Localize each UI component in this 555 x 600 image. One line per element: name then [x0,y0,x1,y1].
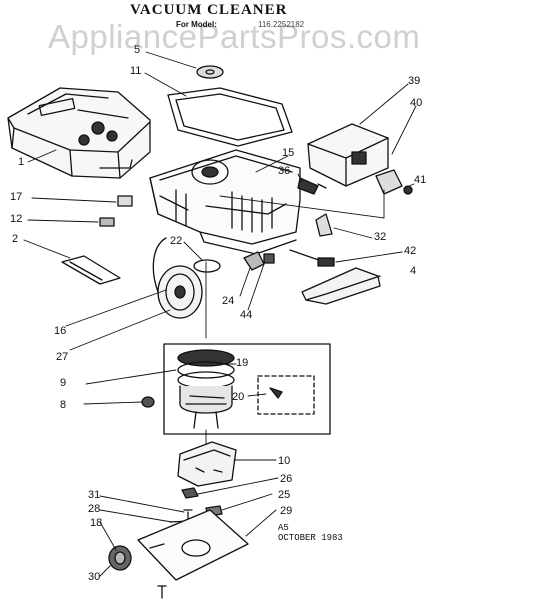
brush-part-26 [181,487,199,499]
callout-15: 15 [282,147,295,159]
callout-5: 5 [134,44,141,56]
callout-4: 4 [410,265,417,277]
bracket-part [61,255,121,285]
clip-part-17 [117,195,133,207]
callout-1: 1 [18,156,25,168]
callout-42: 42 [404,245,417,257]
callout-29: 29 [280,505,293,517]
callout-25: 25 [278,489,291,501]
callout-16: 16 [54,325,67,337]
wheel-part [108,545,132,571]
motor-base-part [177,441,237,487]
callout-10: 10 [278,455,291,467]
base-plate-part [137,509,249,581]
nozzle-part [289,249,381,305]
switch-part [375,169,413,195]
callout-20: 20 [232,391,245,403]
callout-8: 8 [60,399,67,411]
bearing-part [141,396,155,408]
callout-11: 11 [130,65,142,77]
footnote-code: A5 [278,523,289,533]
callout-31: 31 [88,489,101,501]
hood-cover-part [7,87,151,179]
callout-2: 2 [12,233,19,245]
callout-26: 26 [280,473,293,485]
o-ring-part [193,259,221,273]
callout-41: 41 [414,174,427,186]
callout-39: 39 [408,75,421,87]
handle-housing-part [307,123,389,187]
callout-36: 36 [278,165,291,177]
filter-disc-part [196,65,224,79]
connector-part [263,253,275,264]
fan-stack-part [177,349,235,429]
callout-32: 32 [374,231,387,243]
footnote-date: OCTOBER 1983 [278,533,343,543]
callout-22: 22 [170,235,183,247]
callout-44: 44 [240,309,253,321]
cord-reel-part [152,237,203,319]
latch-part [243,251,265,271]
callout-40: 40 [410,97,423,109]
leader-lines [23,51,417,577]
callout-28: 28 [88,503,101,515]
callout-18: 18 [90,517,103,529]
model-number: 116.2252182 [258,20,305,29]
lid-gasket-part [167,87,293,147]
clip-part-12 [99,217,115,227]
bottom-screw-part [157,585,167,599]
callout-24: 24 [222,295,235,307]
cord-plug-part [297,177,327,195]
callout-27: 27 [56,351,69,363]
model-label: For Model: [176,20,217,29]
callout-17: 17 [10,191,23,203]
clamp-part [315,213,333,237]
callout-12: 12 [10,213,23,225]
callout-9: 9 [60,377,67,389]
page-title: VACUUM CLEANER [130,2,288,18]
callout-19: 19 [236,357,249,369]
callout-30: 30 [88,571,101,583]
